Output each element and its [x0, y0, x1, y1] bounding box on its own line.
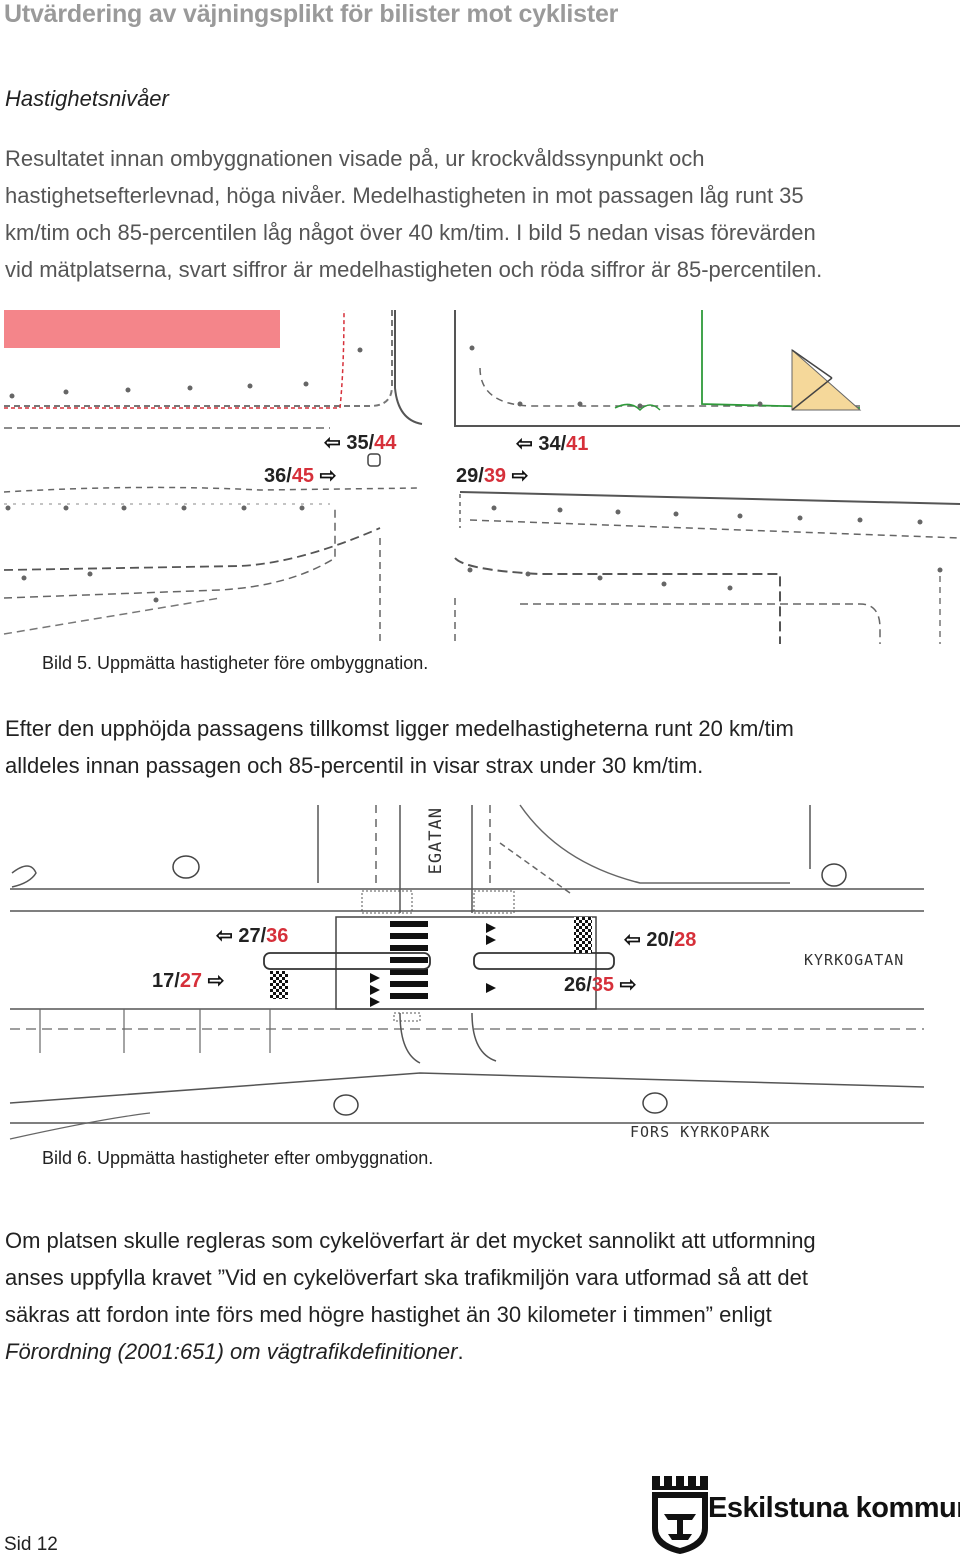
paragraph-line: Förordning (2001:651) om vägtrafikdefini… — [5, 1333, 935, 1370]
mean-speed: 20 — [646, 929, 669, 951]
speed-label-36-45: 36/45 ⇨ — [264, 463, 336, 488]
paragraph-line: anses uppfylla kravet ”Vid en cykelöverf… — [5, 1265, 808, 1290]
separator: / — [668, 929, 675, 951]
intro-paragraph: Resultatet innan ombyggnationen visade p… — [5, 140, 935, 288]
arrow-left-icon: ⇦ — [516, 433, 533, 455]
speed-label-27-36: ⇦ 27/36 — [216, 923, 288, 948]
figure-caption-6: Bild 6. Uppmätta hastigheter efter ombyg… — [42, 1148, 434, 1168]
arrow-left-icon: ⇦ — [624, 929, 641, 951]
percentile-speed: 45 — [291, 465, 315, 487]
figure-after-map: EGATAN KYRKOGATAN FORS KYRKOPARK ⇦ 27/36… — [0, 803, 960, 1145]
separator: / — [174, 970, 180, 992]
arrow-right-icon: ⇨ — [207, 970, 225, 992]
mean-speed: 34 — [538, 433, 561, 455]
mean-speed: 17 — [152, 970, 175, 992]
mean-speed: 27 — [238, 925, 261, 947]
paragraph-line: Efter den upphöjda passagens tillkomst l… — [5, 716, 794, 741]
street-label-kyrkogatan: KYRKOGATAN — [804, 951, 905, 969]
separator: / — [286, 465, 292, 487]
intersection-drawing-before — [3, 309, 960, 644]
speed-label-26-35: 26/35 ⇨ — [564, 972, 636, 997]
percentile-speed: 36 — [266, 925, 289, 947]
paragraph-line: hastighetsefterlevnad, höga nivåer. Mede… — [5, 183, 804, 208]
paragraph-line: Resultatet innan ombyggnationen visade p… — [5, 146, 705, 171]
mean-speed: 26 — [564, 974, 587, 996]
street-label-top: EGATAN — [426, 807, 446, 875]
speed-label-35-44: ⇦ 35/44 — [324, 430, 396, 455]
arrow-right-icon: ⇨ — [511, 465, 529, 487]
eskilstuna-logo: Eskilstuna kommun — [650, 1474, 960, 1556]
paragraph-line: Om platsen skulle regleras som cykelöver… — [5, 1228, 816, 1253]
separator: / — [478, 465, 484, 487]
speed-label-29-39: 29/39 ⇨ — [456, 463, 528, 488]
after-paragraph: Efter den upphöjda passagens tillkomst l… — [5, 710, 935, 784]
separator: / — [586, 974, 592, 996]
paragraph-line: säkras att fordon inte förs med högre ha… — [5, 1302, 772, 1327]
paragraph-line: vid mätplatserna, svart siffror är medel… — [5, 257, 823, 282]
percentile-speed: 41 — [566, 433, 589, 455]
arrow-right-icon: ⇨ — [619, 974, 637, 996]
figure-before-map: ⇦ 35/44 ⇦ 34/41 36/45 ⇨ 29/39 ⇨ — [0, 308, 960, 644]
document-header-title: Utvärdering av väjningsplikt för biliste… — [4, 0, 619, 28]
speed-label-17-27: 17/27 ⇨ — [152, 968, 224, 993]
section-heading: Hastighetsnivåer — [5, 86, 169, 111]
sentence-end: . — [457, 1339, 464, 1364]
percentile-speed: 35 — [591, 974, 615, 996]
arrow-left-icon: ⇦ — [216, 925, 233, 947]
park-label: FORS KYRKOPARK — [630, 1123, 771, 1141]
mean-speed: 36 — [264, 465, 287, 487]
separator: / — [560, 433, 567, 455]
arrow-right-icon: ⇨ — [319, 465, 337, 487]
mean-speed: 35 — [346, 432, 369, 454]
paragraph-line: km/tim och 85-percentilen låg något över… — [5, 220, 816, 245]
figure-caption-5: Bild 5. Uppmätta hastigheter före ombygg… — [42, 653, 429, 673]
percentile-speed: 28 — [674, 929, 697, 951]
speed-label-20-28: ⇦ 20/28 — [624, 927, 696, 952]
regulation-paragraph: Om platsen skulle regleras som cykelöver… — [5, 1222, 935, 1370]
regulation-reference: Förordning (2001:651) om vägtrafikdefini… — [5, 1339, 458, 1364]
separator: / — [260, 925, 267, 947]
logo-wordmark: Eskilstuna kommun — [708, 1492, 960, 1524]
coat-of-arms-icon — [652, 1476, 708, 1554]
arrow-left-icon: ⇦ — [324, 432, 341, 454]
separator: / — [368, 432, 375, 454]
speed-label-34-41: ⇦ 34/41 — [516, 431, 588, 456]
percentile-speed: 44 — [374, 432, 397, 454]
percentile-speed: 27 — [179, 970, 203, 992]
mean-speed: 29 — [456, 465, 479, 487]
page-number: Sid 12 — [4, 1534, 58, 1555]
paragraph-line: alldeles innan passagen och 85-percentil… — [5, 753, 704, 778]
percentile-speed: 39 — [483, 465, 507, 487]
intersection-drawing-after — [9, 804, 925, 1140]
building-block — [4, 310, 280, 348]
